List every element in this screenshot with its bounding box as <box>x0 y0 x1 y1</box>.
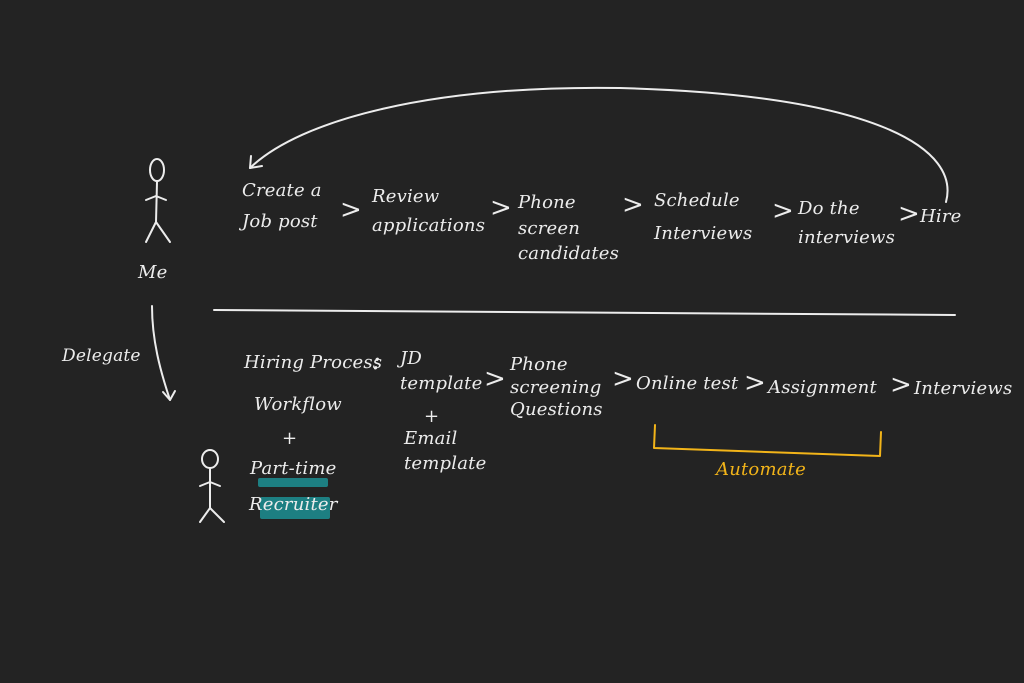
bottom-separator-4: > <box>890 370 912 400</box>
top-separator-4: > <box>772 196 794 226</box>
jd-template: JD template <box>400 348 483 394</box>
step-hire: Hire <box>920 206 962 227</box>
interviews-label: Interviews <box>914 378 1013 399</box>
bottom-separator-3: > <box>744 368 766 398</box>
section-divider <box>213 309 956 316</box>
automate-bracket <box>653 424 882 457</box>
phone-screening-questions: Phone screening Questions <box>510 354 603 420</box>
top-separator-2: > <box>490 193 512 223</box>
delegate-arrow <box>151 305 171 401</box>
hiring-process-label: Hiring Process <box>244 352 383 373</box>
bottom-separator-1: > <box>484 364 506 394</box>
email-template: Email template <box>404 428 487 474</box>
recruiter-highlight-top <box>258 478 328 487</box>
step-do-interviews: Do the interviews <box>798 198 896 248</box>
top-separator-1: > <box>340 195 362 225</box>
step-review-applications: Review applications <box>372 186 486 236</box>
loop-arrowhead <box>249 155 263 169</box>
top-separator-3: > <box>622 190 644 220</box>
step-schedule-interviews: Schedule Interviews <box>654 190 753 244</box>
loop-back-arrow <box>249 86 949 203</box>
me-stick-figure-icon <box>145 158 171 243</box>
recruiter-label: Recruiter <box>249 494 338 515</box>
workflow-plus: + <box>282 428 298 449</box>
recruiter-stick-figure-icon <box>199 449 225 523</box>
top-separator-5: > <box>898 199 920 229</box>
assignment-label: Assignment <box>768 377 877 398</box>
hiring-process-colon: : <box>372 346 381 376</box>
workflow-label: Workflow <box>254 394 342 415</box>
step-phone-screen: Phone screen candidates <box>518 192 620 264</box>
delegate-arrowhead <box>162 390 176 401</box>
templates-plus: + <box>424 406 440 427</box>
step-create-job-post: Create a Job post <box>242 180 322 232</box>
part-time-label: Part-time <box>250 458 337 479</box>
delegate-label: Delegate <box>62 346 141 366</box>
automate-label: Automate <box>716 459 806 480</box>
bottom-separator-2: > <box>612 364 634 394</box>
online-test-label: Online test <box>636 373 739 394</box>
recruiter-highlight-bottom <box>260 497 330 519</box>
me-label: Me <box>138 262 168 283</box>
